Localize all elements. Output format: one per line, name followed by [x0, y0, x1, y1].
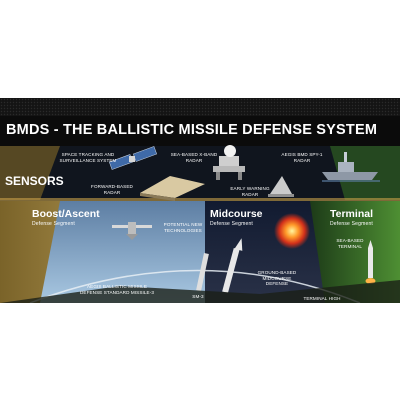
title-bar — [0, 116, 400, 146]
poster-title: BMDS - THE BALLISTIC MISSILE DEFENSE SYS… — [6, 122, 378, 138]
label-terminal-high: Terminal High — [303, 296, 341, 301]
sm3-missile-icon — [196, 252, 209, 292]
sensors-band-label: SENSORS — [5, 174, 64, 188]
label-space-tracking: Space Tracking and Surveillance System — [59, 152, 117, 163]
label-early-warning-radar: Early Warning Radar — [230, 186, 270, 197]
label-potential-new-tech: Potential New Technologies — [163, 222, 203, 233]
uav-drone-icon — [112, 222, 152, 240]
terminal-segment-bg — [310, 201, 400, 303]
segment-terminal-title: Terminal — [330, 208, 373, 220]
label-aegis-spy1: Aegis BMD SPY-1 Radar — [281, 152, 323, 163]
forward-based-radar-icon — [140, 176, 205, 201]
boost-sky — [40, 201, 205, 303]
segment-boost-title: Boost/Ascent — [32, 208, 100, 220]
aegis-ship-icon — [322, 152, 380, 182]
bmds-poster: BMDS - THE BALLISTIC MISSILE DEFENSE SYS… — [0, 98, 400, 303]
segment-terminal-subtitle: Defense Segment — [330, 221, 374, 227]
segment-midcourse-title: Midcourse — [210, 208, 263, 220]
poster-artwork — [0, 98, 400, 303]
label-sea-based-terminal: Sea-Based Terminal — [336, 238, 364, 249]
segment-boost-subtitle: Defense Segment — [32, 221, 76, 227]
label-sea-based-xband: Sea-Based X-Band Radar — [170, 152, 218, 163]
label-aegis-sm3: Aegis Ballistic Missile Defense Standard… — [80, 284, 154, 295]
terminal-interceptor-icon — [365, 240, 376, 284]
label-sm3: SM-3 — [192, 294, 204, 299]
sea-based-xband-radar-icon — [213, 145, 245, 180]
early-warning-radar-icon — [268, 176, 294, 197]
label-forward-based-radar: Forward-Based Radar — [91, 184, 133, 195]
segment-midcourse-subtitle: Defense Segment — [210, 221, 254, 227]
satellite-icon — [108, 146, 158, 170]
intercept-burst — [274, 213, 310, 249]
title-bar-texture — [0, 98, 400, 116]
label-ground-based-midcourse: Ground-based Midcourse Defense — [257, 270, 297, 287]
ground-based-interceptor-icon — [222, 238, 243, 293]
